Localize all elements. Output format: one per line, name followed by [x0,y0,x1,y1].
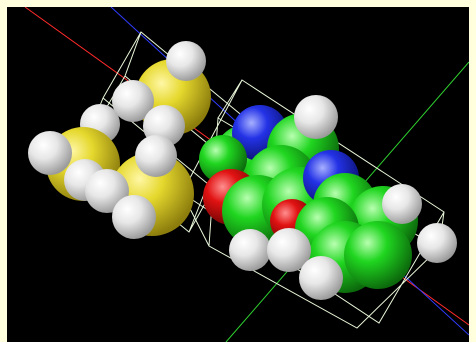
hydrogen-sphere-30 [417,223,457,263]
hydrogen-sphere-29 [382,184,422,224]
molecule-viewport[interactable] [7,7,469,342]
molecule-atoms [28,41,457,300]
bounding-box-right [181,79,445,329]
hydrogen-sphere-33 [299,256,343,300]
molecule-scene[interactable] [7,7,469,342]
hydrogen-sphere-12 [112,195,156,239]
hydrogen-sphere-6 [28,131,72,175]
hydrogen-sphere-17 [294,95,338,139]
hydrogen-sphere-9 [135,135,177,177]
hydrogen-sphere-31 [229,229,271,271]
hydrogen-sphere-3 [112,80,154,122]
carbon-sphere-28 [344,221,412,289]
hydrogen-sphere-32 [267,228,311,272]
hydrogen-sphere-2 [166,41,206,81]
